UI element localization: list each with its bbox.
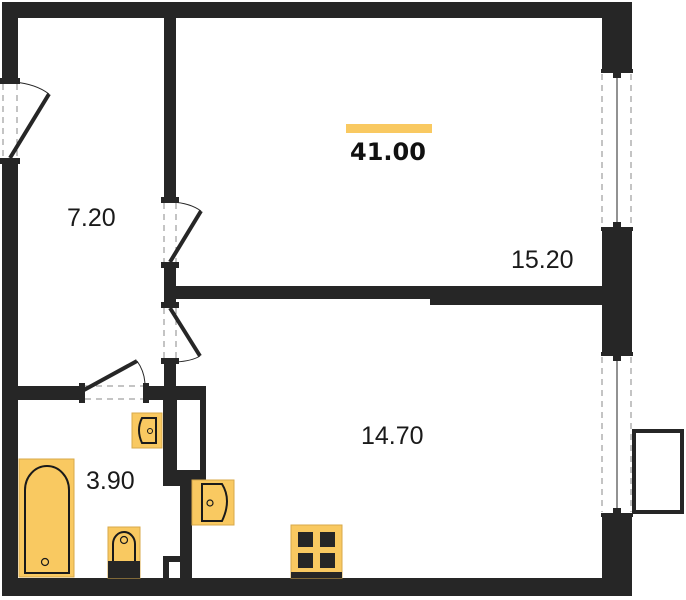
room-area-bedroom: 15.20 — [511, 246, 574, 274]
bedroom-door[interactable] — [163, 201, 203, 264]
total-area-underline — [346, 124, 432, 133]
walls — [2, 2, 632, 596]
toilet-icon — [107, 526, 141, 579]
door-jambs — [0, 78, 179, 403]
bathroom-sink-icon — [131, 412, 163, 449]
total-area: 41.00 — [350, 138, 426, 166]
kitchen-door[interactable] — [163, 306, 202, 363]
kitchen-sink-icon — [191, 479, 235, 526]
room-area-kitchen-living: 14.70 — [361, 422, 424, 450]
stove-icon — [290, 524, 343, 579]
bathroom-door[interactable] — [83, 359, 146, 400]
room-area-bathroom: 3.90 — [86, 467, 135, 495]
room-area-hallway: 7.20 — [67, 204, 116, 232]
bedroom-window — [601, 69, 633, 231]
kitchen-window — [601, 352, 633, 517]
entrance-door[interactable] — [2, 81, 51, 160]
bathtub-icon — [18, 458, 75, 578]
balcony — [632, 429, 684, 514]
